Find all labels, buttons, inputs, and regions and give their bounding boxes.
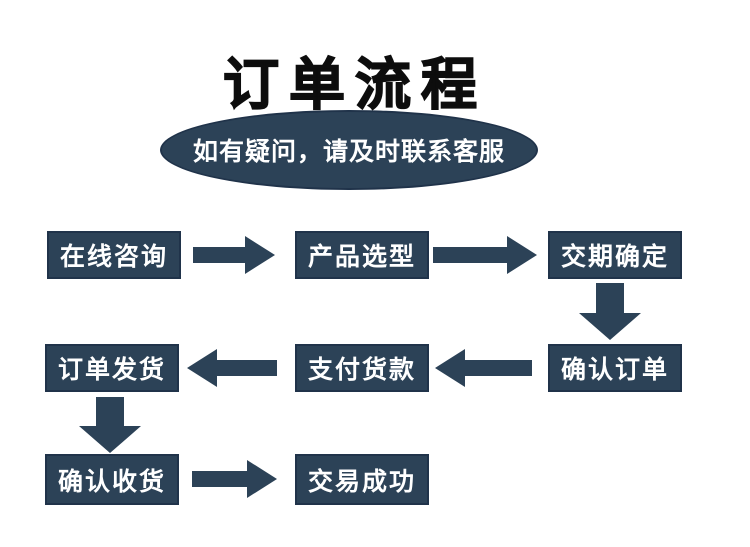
flow-step-label: 交期确定	[560, 243, 669, 271]
flow-step-label: 确认订单	[560, 356, 669, 384]
flow-step-delivery-confirm: 交期确定	[548, 231, 682, 279]
arrow-select-to-delivery-right-icon	[433, 236, 537, 274]
page-title: 订单流程	[222, 52, 487, 117]
notice-text: 如有疑问，请及时联系客服	[192, 138, 505, 166]
flow-step-online-consult: 在线咨询	[47, 231, 181, 279]
flow-step-label: 交易成功	[307, 467, 416, 496]
arrow-delivery-to-order-down-icon	[579, 283, 641, 340]
arrow-ship-to-receive-down-icon	[79, 397, 141, 453]
flow-step-label: 确认收货	[57, 467, 166, 496]
flow-step-label: 在线咨询	[59, 243, 168, 271]
arrow-pay-to-ship-left-icon	[187, 349, 277, 387]
flow-step-receipt-confirm: 确认收货	[45, 454, 179, 505]
flow-step-label: 产品选型	[307, 243, 416, 271]
flow-step-payment: 支付货款	[295, 344, 429, 392]
flow-step-product-select: 产品选型	[295, 231, 429, 279]
flow-step-label: 订单发货	[57, 356, 166, 384]
notice-ellipse: 如有疑问，请及时联系客服	[160, 110, 538, 190]
flow-step-label: 支付货款	[307, 356, 416, 384]
arrow-consult-to-select-right-icon	[193, 236, 275, 274]
arrow-order-to-pay-left-icon	[435, 349, 532, 387]
flow-step-transaction-success: 交易成功	[295, 454, 429, 505]
arrow-receive-to-success-right-icon	[192, 460, 277, 498]
flow-step-shipment: 订单发货	[45, 344, 179, 392]
flow-step-order-confirm: 确认订单	[548, 344, 682, 392]
